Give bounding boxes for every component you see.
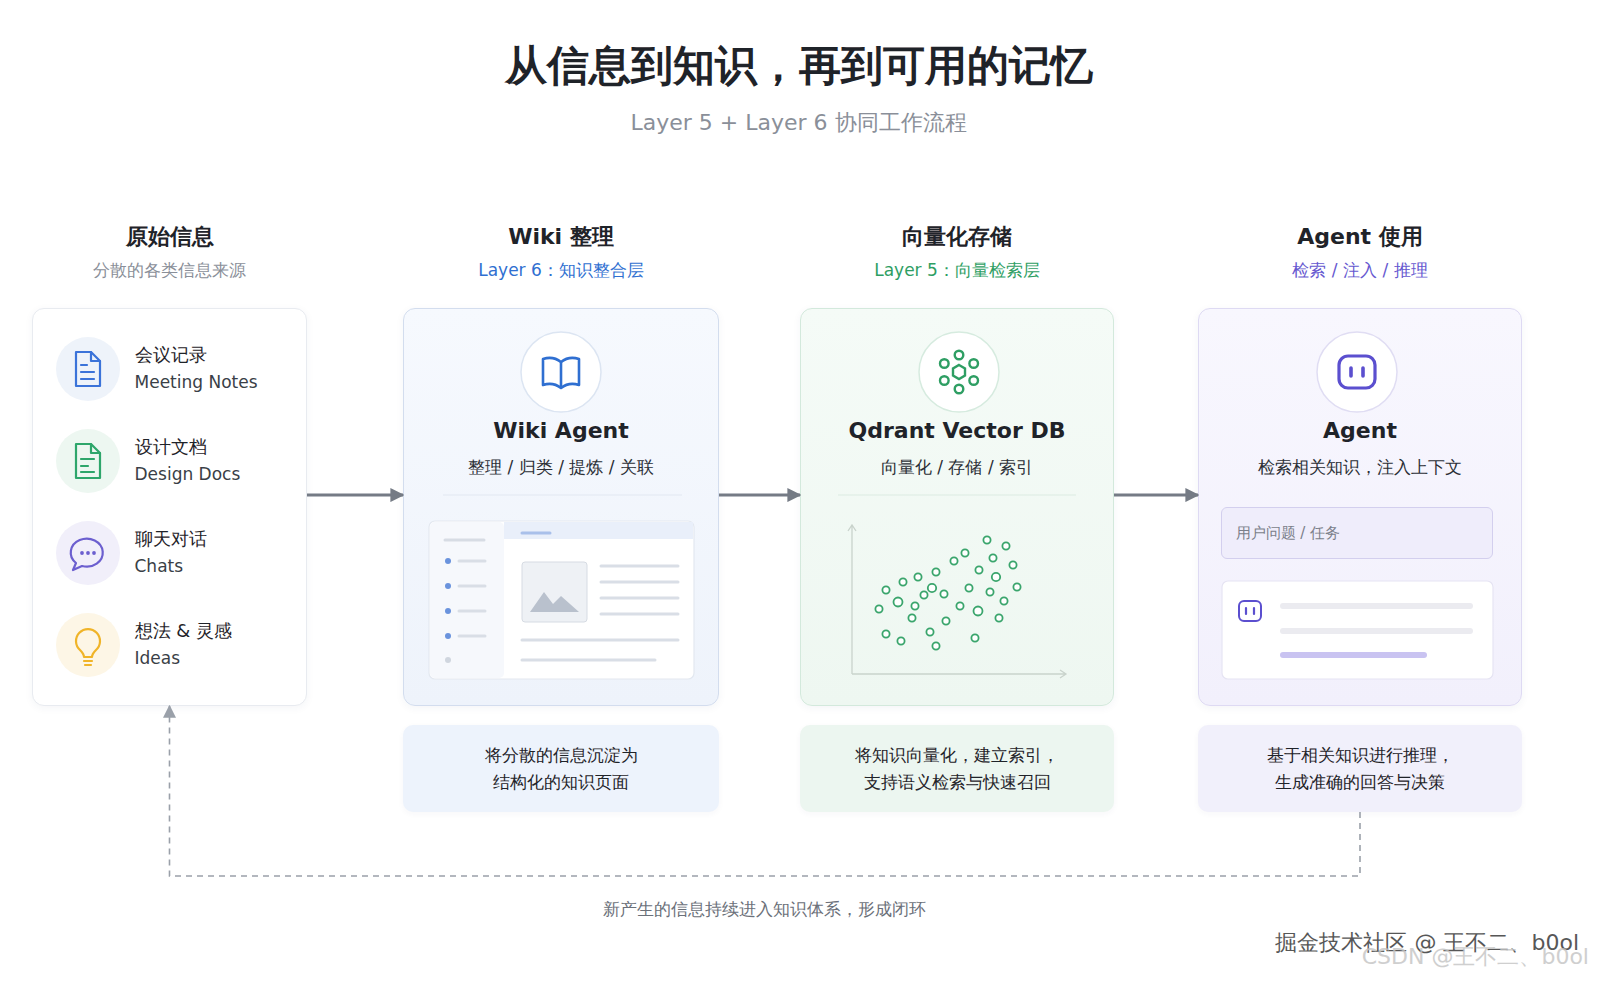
subheading: Layer 5：向量检索层 <box>771 258 1143 282</box>
subtitle: Layer 5 + Layer 6 协同工作流程 <box>0 108 1597 138</box>
card-title: Wiki Agent <box>404 416 718 446</box>
description-box: 将知识向量化，建立索引， 支持语义检索与快速召回 <box>800 725 1114 812</box>
flow-arrow <box>719 494 800 497</box>
description-box: 基于相关知识进行推理， 生成准确的回答与决策 <box>1198 725 1522 812</box>
description-text: 基于相关知识进行推理， 生成准确的回答与决策 <box>1240 742 1480 796</box>
description-text: 将知识向量化，建立索引， 支持语义检索与快速召回 <box>837 742 1077 796</box>
column-heading: Agent 使用 <box>1169 222 1551 252</box>
description-box: 将分散的信息沉淀为 结构化的知识页面 <box>403 725 719 812</box>
subheading: 分散的各类信息来源 <box>3 258 336 282</box>
item-title: 想法 & 灵感 <box>135 619 232 643</box>
source-item: 想法 & 灵感 Ideas <box>52 617 292 677</box>
feedback-loop-arrow <box>170 706 1361 876</box>
column-card: 向量化存储Layer 5：向量检索层Qdrant Vector DB向量化 / … <box>800 308 1114 706</box>
item-subtitle: Meeting Notes <box>135 370 258 394</box>
source-item: 设计文档 Design Docs <box>52 433 292 493</box>
column-heading: 向量化存储 <box>771 222 1143 252</box>
diagram-title: 从信息到知识，再到可用的记忆 <box>0 38 1597 94</box>
input-box: 用户问题 / 任务 <box>1221 507 1493 559</box>
item-subtitle: Design Docs <box>135 462 241 486</box>
card-subtitle: 向量化 / 存储 / 索引 <box>801 455 1113 479</box>
column-card: 原始信息分散的各类信息来源会议记录Meeting Notes设计文档Design… <box>32 308 307 706</box>
item-title: 设计文档 <box>135 435 207 459</box>
edge-label: 新产生的信息持续进入知识体系，形成闭环 <box>365 897 1165 921</box>
card-subtitle: 整理 / 归类 / 提炼 / 关联 <box>404 455 718 479</box>
input-placeholder: 用户问题 / 任务 <box>1236 523 1341 543</box>
watermark: CSDN @王不二、b0ol <box>1362 942 1589 972</box>
card-title: Agent <box>1199 416 1521 446</box>
column-card: Wiki 整理Layer 6：知识整合层Wiki Agent整理 / 归类 / … <box>403 308 719 706</box>
card-subtitle: 检索相关知识，注入上下文 <box>1199 455 1521 479</box>
description-text: 将分散的信息沉淀为 结构化的知识页面 <box>441 742 681 796</box>
card-title: Qdrant Vector DB <box>801 416 1113 446</box>
column-card: Agent 使用检索 / 注入 / 推理Agent检索相关知识，注入上下文用户问… <box>1198 308 1522 706</box>
flow-arrow <box>307 494 403 497</box>
subheading: Layer 6：知识整合层 <box>374 258 748 282</box>
column-heading: Wiki 整理 <box>374 222 748 252</box>
subheading: 检索 / 注入 / 推理 <box>1169 258 1551 282</box>
item-subtitle: Ideas <box>135 646 181 670</box>
item-title: 会议记录 <box>135 343 207 367</box>
item-title: 聊天对话 <box>135 527 207 551</box>
item-subtitle: Chats <box>135 554 184 578</box>
flow-arrow <box>1114 494 1198 497</box>
source-item: 聊天对话 Chats <box>52 525 292 585</box>
source-item: 会议记录 Meeting Notes <box>52 341 292 401</box>
column-heading: 原始信息 <box>3 222 336 252</box>
